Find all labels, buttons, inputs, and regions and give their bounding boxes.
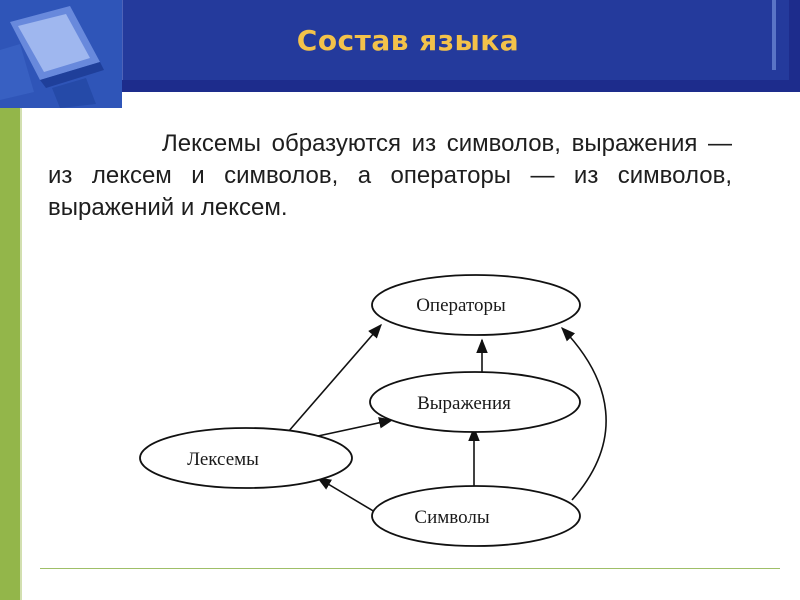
node-expressions: Выражения [369, 371, 581, 433]
node-symbols: Символы [371, 485, 581, 547]
left-accent-bar [0, 108, 20, 600]
monitor-logo-icon [0, 0, 122, 108]
node-operators: Операторы [371, 274, 581, 336]
node-symbols-label: Символы [414, 507, 489, 528]
edge-lexemes-to-expressions [317, 417, 394, 437]
slide-title: Состав языка [296, 24, 520, 57]
node-lexemes: Лексемы [139, 427, 353, 489]
edge-symbols-to-operators [561, 326, 607, 501]
bottom-divider [40, 568, 780, 569]
edge-lexemes-to-operators [287, 323, 382, 433]
edge-symbols-to-lexemes [316, 477, 376, 513]
left-accent-line [20, 108, 22, 600]
header-panel [122, 0, 789, 80]
node-lexemes-label: Лексемы [187, 449, 259, 470]
node-operators-label: Операторы [416, 295, 506, 316]
header-stripe [772, 0, 776, 70]
node-expressions-label: Выражения [417, 393, 511, 414]
slide-paragraph: Лексемы образуются из символов, выражени… [48, 130, 732, 221]
